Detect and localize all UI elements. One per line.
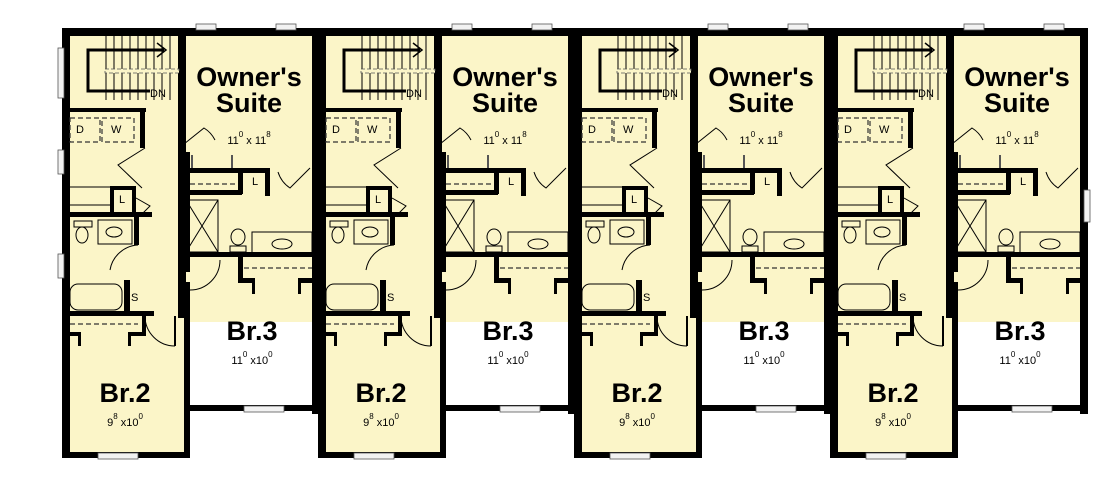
unit-4-drawing bbox=[830, 23, 1091, 460]
owners-suite-dimensions: 110 x 118 bbox=[995, 130, 1039, 147]
unit-1: DN D W L L S Owner's Suite 110 x 118 Br.… bbox=[0, 0, 320, 480]
br3-dimensions: 110 x100 bbox=[231, 350, 273, 367]
br2-dimensions: 98 x100 bbox=[363, 412, 399, 429]
br2-title: Br.2 bbox=[99, 378, 151, 408]
linen-closet-label: L bbox=[887, 194, 894, 206]
stair-label: DN bbox=[406, 88, 422, 100]
owners-suite-dimensions: 110 x 118 bbox=[227, 130, 271, 147]
linen-closet-label: L bbox=[1020, 176, 1027, 188]
br3-title: Br.3 bbox=[226, 316, 278, 346]
br2-dimensions: 98 x100 bbox=[107, 412, 143, 429]
br3-dimensions: 110 x100 bbox=[999, 350, 1041, 367]
shower-label: S bbox=[643, 292, 651, 304]
linen-closet-label: L bbox=[119, 194, 126, 206]
linen-closet-label: L bbox=[375, 194, 382, 206]
br2-title: Br.2 bbox=[867, 378, 919, 408]
dryer-label: D bbox=[844, 124, 852, 136]
br3-dimensions: 110 x100 bbox=[743, 350, 785, 367]
stair-label: DN bbox=[662, 88, 678, 100]
washer-label: W bbox=[367, 124, 378, 136]
br2-title: Br.2 bbox=[611, 378, 663, 408]
linen-closet-label: L bbox=[764, 176, 771, 188]
unit-3-drawing bbox=[574, 23, 832, 460]
dryer-label: D bbox=[588, 124, 596, 136]
br3-title: Br.3 bbox=[994, 316, 1046, 346]
owners-suite-title: Owner's Suite bbox=[964, 62, 1070, 118]
linen-closet-label: L bbox=[508, 176, 515, 188]
stair-label: DN bbox=[918, 88, 934, 100]
linen-closet-label: L bbox=[252, 176, 259, 188]
washer-label: W bbox=[623, 124, 634, 136]
stair-label: DN bbox=[150, 88, 166, 100]
br3-title: Br.3 bbox=[738, 316, 790, 346]
br2-dimensions: 98 x100 bbox=[619, 412, 655, 429]
washer-label: W bbox=[879, 124, 890, 136]
owners-suite-title: Owner's Suite bbox=[708, 62, 814, 118]
br3-title: Br.3 bbox=[482, 316, 534, 346]
unit-2-drawing bbox=[318, 23, 576, 460]
stair bbox=[86, 34, 180, 100]
br2-title: Br.2 bbox=[355, 378, 407, 408]
unit-4: DN D W L L S Owner's Suite 110 x 118 Br.… bbox=[768, 0, 1091, 480]
linen-closet-label: L bbox=[631, 194, 638, 206]
br3-dimensions: 110 x100 bbox=[487, 350, 529, 367]
owners-suite-dimensions: 110 x 118 bbox=[483, 130, 527, 147]
unit-3: DN D W L L S Owner's Suite 110 x 118 Br.… bbox=[512, 0, 832, 480]
unit-1-drawing bbox=[57, 23, 320, 460]
dryer-label: D bbox=[76, 124, 84, 136]
shower-label: S bbox=[131, 292, 139, 304]
owners-suite-dimensions: 110 x 118 bbox=[739, 130, 783, 147]
br2-dimensions: 98 x100 bbox=[875, 412, 911, 429]
owners-suite-title: Owner's Suite bbox=[452, 62, 558, 118]
owners-suite-title: Owner's Suite bbox=[196, 62, 302, 118]
dryer-label: D bbox=[332, 124, 340, 136]
shower-label: S bbox=[387, 292, 395, 304]
washer-label: W bbox=[111, 124, 122, 136]
unit-2: DN D W L L S Owner's Suite 110 x 118 Br.… bbox=[256, 0, 576, 480]
shower-label: S bbox=[899, 292, 907, 304]
